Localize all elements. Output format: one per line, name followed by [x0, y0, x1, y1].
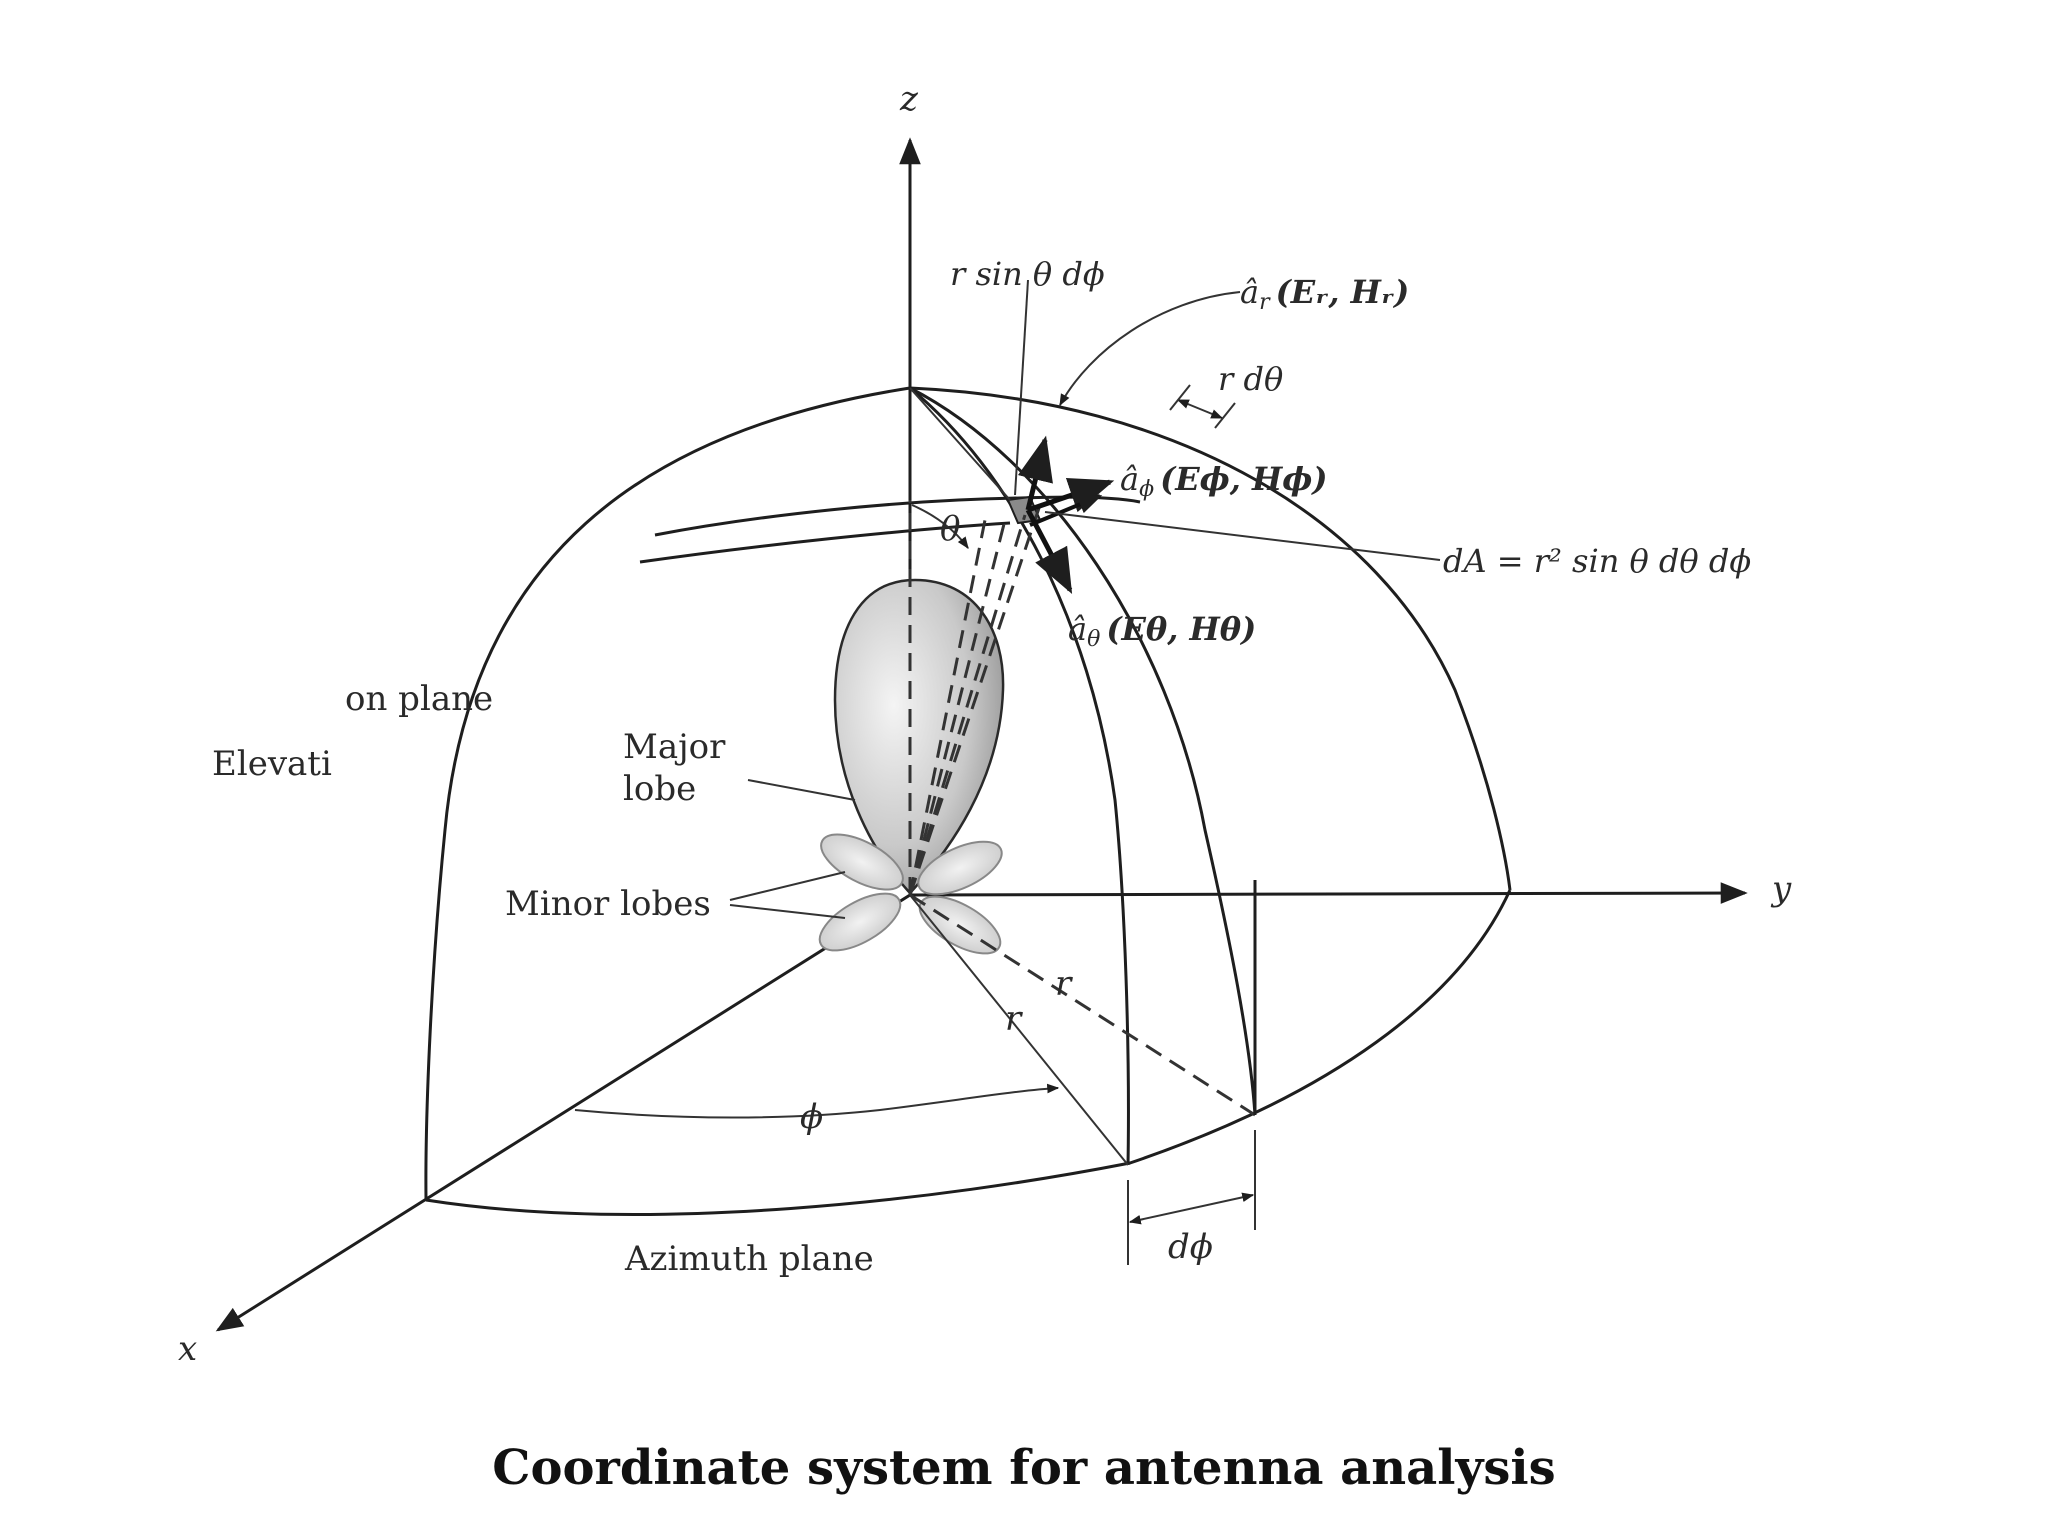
a-r-leader [1059, 291, 1241, 407]
minor-lobe-leader-1 [729, 871, 846, 901]
a-phi-fields: (Eϕ, Hϕ) [1160, 460, 1327, 498]
a-r-symbol: â [1240, 273, 1259, 311]
latitude-circle-theta [654, 495, 1141, 537]
z-axis-label: z [899, 79, 919, 119]
r-label-1: r [1055, 964, 1073, 1004]
latitude-circle-theta-plus-dtheta [639, 521, 1011, 564]
r-dtheta-tick-1 [1169, 384, 1191, 411]
azimuth-plane-label: Azimuth plane [624, 1239, 874, 1279]
phi-arc [574, 1083, 1060, 1119]
dA-label: dA = r² sin θ dθ dϕ [1443, 542, 1751, 580]
figure-caption: Coordinate system for antenna analysis [492, 1440, 1556, 1496]
sphere-top-arc [909, 386, 1512, 891]
azimuth-arc [425, 889, 1512, 1216]
r-sin-theta-dphi-label: r sin θ dϕ [950, 255, 1105, 293]
y-axis-label: y [1770, 869, 1792, 909]
major-label: Major [623, 727, 726, 767]
a-r-fields: (Eᵣ, Hᵣ) [1276, 273, 1410, 311]
a-phi-label: âϕ(Eϕ, Hϕ) [1120, 460, 1328, 502]
r-dashed-4 [908, 504, 1042, 896]
dA-leader [1044, 511, 1441, 561]
theta-arc [911, 504, 969, 549]
r-dtheta-tick-2 [1214, 402, 1236, 429]
on-plane-label: on plane [345, 679, 493, 719]
line-to-pole [909, 387, 1011, 501]
sphere-elevation-arc [424, 386, 911, 1201]
a-phi-symbol: â [1120, 460, 1139, 498]
r-dashed-2 [908, 519, 1007, 896]
a-theta-symbol: â [1068, 610, 1087, 648]
a-phi-subscript: ϕ [1139, 477, 1154, 502]
a-r-subscript: r [1259, 290, 1271, 315]
r-dtheta-label: r dθ [1218, 360, 1283, 398]
minor-lobe-lower-left [818, 892, 902, 952]
x-axis [215, 893, 911, 1332]
minor-lobes-label: Minor lobes [505, 884, 711, 924]
meridian-phi [909, 386, 1130, 1166]
minor-lobe-upper-left [820, 833, 904, 891]
a-theta-fields: (Eθ, Hθ) [1106, 610, 1256, 648]
major-lobe [833, 578, 1005, 895]
minor-lobe-leader-2 [729, 904, 846, 919]
minor-lobe-upper-right [917, 840, 1003, 896]
major-lobe-leader [747, 779, 856, 801]
radius-to-azimuth-2 [909, 893, 1256, 1117]
a-theta-subscript: θ [1087, 627, 1100, 652]
r-dashed-1 [908, 519, 987, 896]
a-r-vector [1017, 435, 1053, 511]
radius-to-azimuth-1 [909, 894, 1129, 1166]
a-phi-vector-2 [1029, 494, 1103, 527]
dphi-arrow [1128, 1192, 1255, 1225]
r-dtheta-arrow [1176, 399, 1224, 419]
minor-lobe-lower-right [918, 895, 1002, 955]
lobe-label: lobe [623, 769, 696, 809]
theta-label: θ [940, 509, 960, 549]
y-axis [909, 882, 1748, 904]
a-theta-label: âθ(Eθ, Hθ) [1068, 610, 1256, 652]
a-phi-vector [1027, 478, 1115, 513]
r-dashed-3 [908, 514, 1027, 896]
r-label-2: r [1005, 999, 1023, 1039]
dphi-label: dϕ [1168, 1227, 1213, 1267]
x-axis-label: x [178, 1329, 197, 1369]
elevati-label: Elevati [212, 744, 332, 784]
phi-label: ϕ [800, 1097, 823, 1137]
r-sin-leader [1014, 279, 1029, 496]
a-r-label: âr(Eᵣ, Hᵣ) [1240, 273, 1409, 315]
